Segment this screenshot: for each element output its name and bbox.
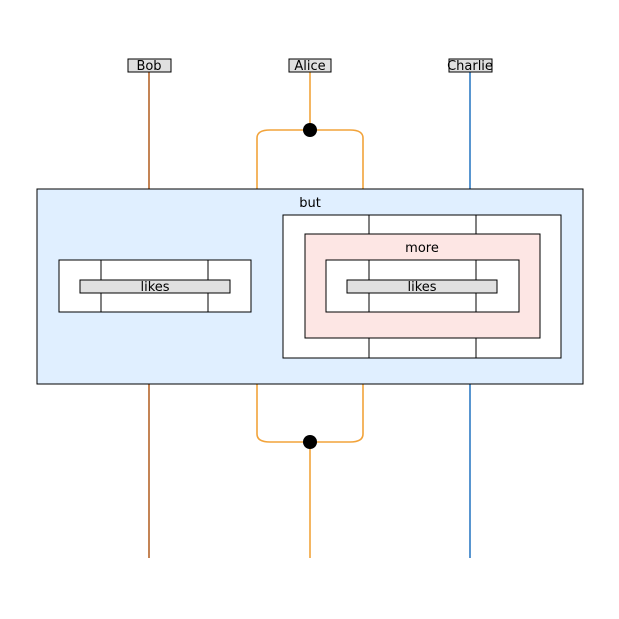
right-likes-label: likes (407, 280, 436, 295)
more-label: more (405, 241, 439, 256)
alice-label: Alice (294, 59, 325, 74)
left-likes-box (79, 279, 231, 294)
wire-label-bob: Bob (127, 58, 172, 74)
right-likes-box (346, 279, 498, 294)
charlie-label: Charlie (447, 59, 493, 74)
wire-label-charlie: Charlie (447, 58, 493, 74)
right-frame: more likes (282, 214, 562, 359)
wire-label-alice: Alice (288, 58, 332, 74)
alice-wire-split (256, 129, 364, 189)
alice-wire-merge (256, 384, 364, 443)
but-label: but (299, 196, 321, 211)
left-likes-frame: likes (58, 259, 252, 313)
bob-label: Bob (136, 59, 161, 74)
right-likes-frame: likes (325, 259, 520, 313)
alice-merge-spider (303, 435, 317, 449)
left-likes-label: likes (140, 280, 169, 295)
alice-split-spider (303, 123, 317, 137)
